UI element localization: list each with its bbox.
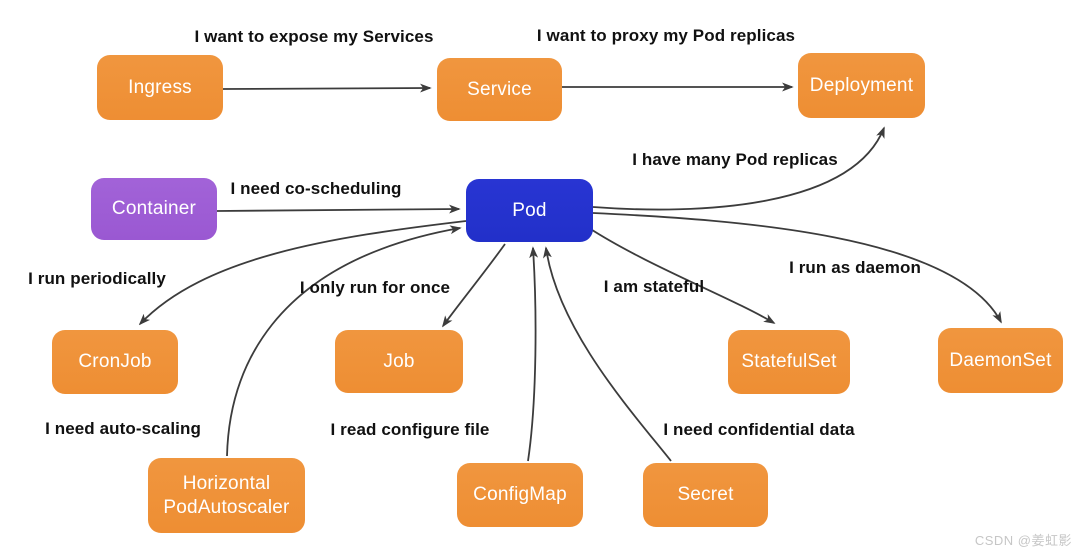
- edge-label-pod-to-daemonset: I run as daemon: [789, 258, 921, 277]
- edge-pod-to-cronjob: [138, 220, 467, 326]
- edge-label-container-to-pod: I need co-scheduling: [230, 179, 402, 198]
- node-label: Horizontal: [182, 472, 271, 494]
- node-pod: Pod: [466, 179, 593, 242]
- edge-configmap-to-pod: [527, 246, 539, 462]
- node-label: Ingress: [128, 76, 192, 98]
- edge-ingress-to-service: [222, 83, 432, 93]
- node-label: Job: [383, 350, 415, 372]
- edges-group: [138, 82, 1002, 462]
- node-label: Service: [467, 78, 532, 100]
- watermark: CSDN @姜虹影: [974, 533, 1072, 548]
- node-deployment: Deployment: [798, 53, 925, 118]
- edge-pod-to-statefulset: [588, 227, 776, 324]
- node-service: Service: [437, 58, 562, 121]
- edge-pod-to-deployment: [592, 126, 885, 211]
- edge-label-pod-to-cronjob: I run periodically: [28, 269, 166, 288]
- edge-pod-to-job: [441, 243, 506, 328]
- node-ingress: Ingress: [97, 55, 223, 120]
- node-label: Secret: [677, 484, 734, 505]
- node-job: Job: [335, 330, 463, 393]
- node-label: Deployment: [809, 74, 914, 96]
- node-label: StatefulSet: [741, 351, 837, 372]
- node-daemonset: DaemonSet: [938, 328, 1063, 393]
- node-configmap: ConfigMap: [457, 463, 583, 527]
- edge-secret-to-pod: [543, 246, 672, 462]
- edge-label-pod-to-statefulset: I am stateful: [603, 277, 705, 296]
- node-label: Pod: [512, 199, 547, 221]
- edge-label-ingress-to-service: I want to expose my Services: [194, 27, 434, 46]
- node-label: PodAutoscaler: [163, 496, 290, 518]
- node-container: Container: [91, 178, 217, 240]
- edge-label-service-to-deployment: I want to proxy my Pod replicas: [536, 26, 796, 45]
- node-secret: Secret: [643, 463, 768, 527]
- edge-container-to-pod: [216, 204, 461, 214]
- node-label: ConfigMap: [473, 484, 567, 505]
- edge-label-secret-to-pod: I need confidential data: [663, 420, 855, 439]
- node-statefulset: StatefulSet: [728, 330, 850, 394]
- node-label: CronJob: [78, 351, 152, 372]
- node-label: Container: [111, 198, 197, 219]
- edge-pod-to-daemonset: [592, 212, 1002, 324]
- edge-label-horizontal-pod-autoscaler-to-pod: I need auto-scaling: [45, 419, 201, 438]
- node-label: DaemonSet: [949, 349, 1052, 371]
- edge-horizontal-pod-autoscaler-to-pod: [226, 225, 462, 457]
- edge-label-pod-to-job: I only run for once: [299, 278, 451, 297]
- edge-label-pod-to-deployment: I have many Pod replicas: [632, 150, 838, 169]
- edge-label-configmap-to-pod: I read configure file: [330, 420, 490, 439]
- node-cronjob: CronJob: [52, 330, 178, 394]
